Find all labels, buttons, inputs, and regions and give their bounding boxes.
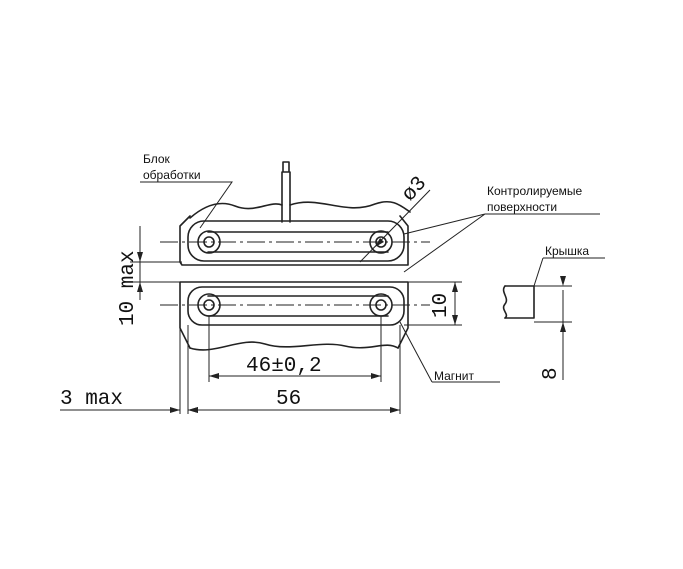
surfaces-leader (403, 213, 600, 273)
dim-height: 10 (430, 293, 453, 318)
dim-hole-spacing: 46±0,2 (246, 355, 322, 378)
label-surfaces-line2: поверхности (487, 200, 557, 214)
label-block-line2: обработки (143, 168, 201, 182)
dimension-lines (60, 189, 462, 414)
magnet-leader (399, 321, 500, 383)
cover-leader (533, 257, 605, 287)
magnet-body (187, 286, 405, 326)
cover-detail (502, 276, 572, 380)
wire-tip (282, 161, 290, 173)
block-housing (179, 215, 409, 266)
dim-gap-max: 10 max (117, 250, 140, 326)
block-slot (207, 231, 389, 253)
cover-break (502, 285, 508, 319)
dim-hole-diameter: ø3 (398, 173, 432, 207)
wire (281, 171, 291, 223)
block-leader (140, 181, 233, 229)
bottom-break-line (189, 341, 399, 351)
dim-offset-max: 3 max (60, 388, 123, 411)
block-body (187, 220, 405, 262)
dim-length: 56 (276, 388, 301, 411)
processing-block (160, 161, 430, 266)
cover-body (504, 285, 535, 319)
top-break-line (189, 200, 411, 219)
dim-cover-height: 8 (540, 367, 563, 380)
label-cover: Крышка (545, 244, 589, 258)
label-magnet: Магнит (434, 369, 475, 383)
magnet-slot (207, 295, 389, 317)
label-leaders (140, 181, 605, 383)
magnet-part (160, 281, 430, 351)
label-block-line1: Блок (143, 152, 171, 166)
label-surfaces-line1: Контролируемые (487, 184, 583, 198)
